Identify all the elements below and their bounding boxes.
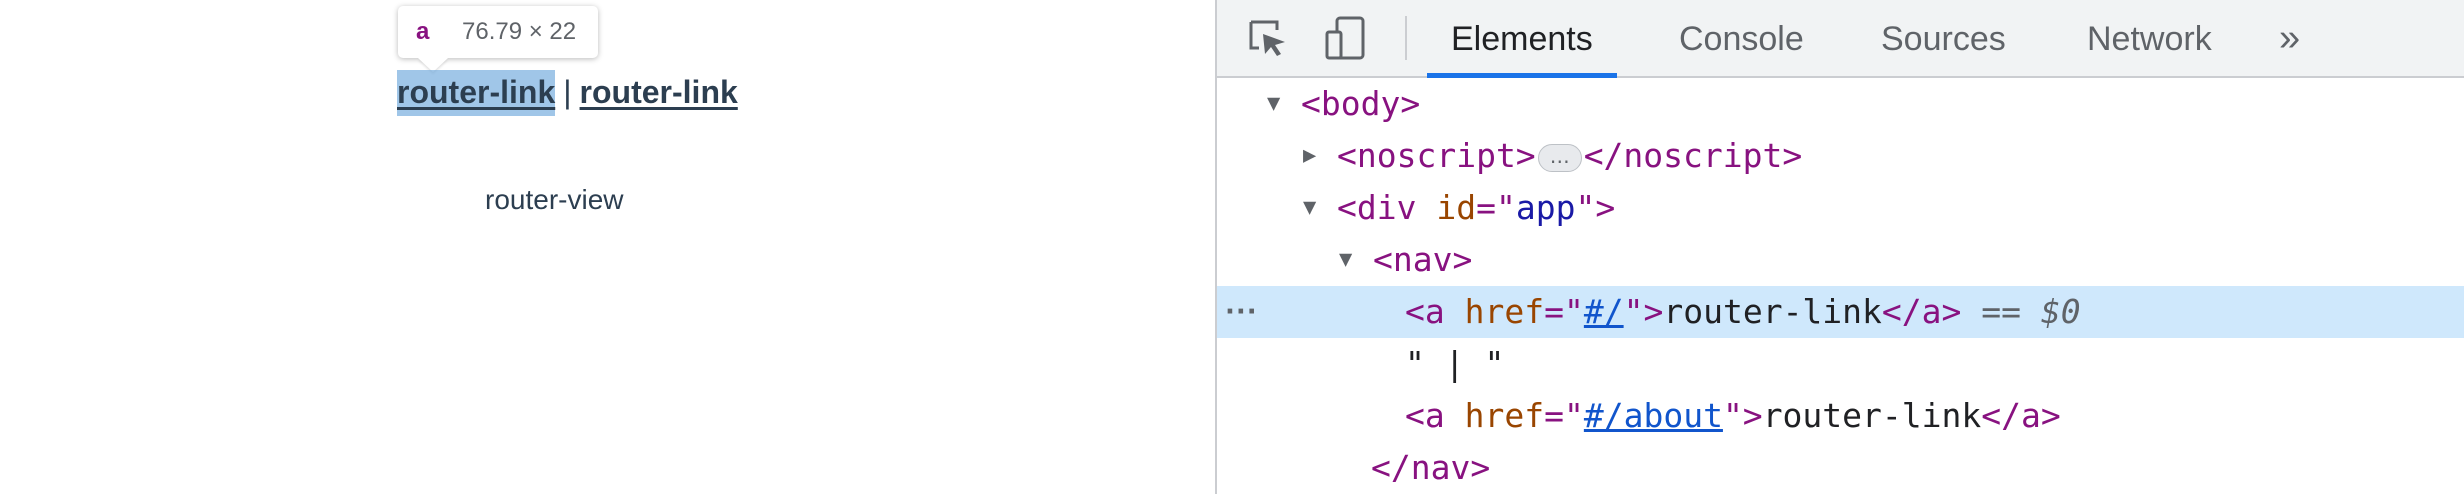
nav-link-home[interactable]: router-link — [397, 70, 556, 116]
attr-name: href — [1464, 292, 1545, 331]
dom-node-div-app[interactable]: ▼ <div id="app"> — [1217, 182, 2464, 234]
tag-text: </nav> — [1371, 448, 1491, 487]
attr-name: href — [1464, 396, 1545, 435]
tag-text: <nav> — [1373, 240, 1473, 279]
nav-separator: | — [563, 74, 572, 110]
tab-elements[interactable]: Elements — [1427, 0, 1617, 78]
attr-eq: =" — [1544, 292, 1584, 331]
ellipsis-badge[interactable]: … — [1537, 143, 1582, 172]
tooltip-dimensions: 76.79 × 22 — [462, 18, 577, 45]
expand-triangle-icon[interactable]: ▼ — [1339, 247, 1353, 272]
tag-text: <noscript> — [1337, 136, 1536, 175]
tag-text: <a — [1405, 396, 1445, 435]
node-text: router-link — [1663, 292, 1882, 331]
attr-end: "> — [1623, 292, 1664, 331]
dom-text-node[interactable]: " | " — [1217, 338, 2464, 390]
tag-text: </noscript> — [1583, 136, 1803, 175]
router-view-text: router-view — [485, 184, 624, 215]
dom-node-a-selected[interactable]: ··· <a href="#/">router-link</a> == $0 — [1217, 286, 2464, 338]
nav-link-about[interactable]: router-link — [579, 74, 738, 110]
devtools-toolbar: Elements Console Sources Network » — [1217, 0, 2464, 78]
more-options-dots-icon[interactable]: ··· — [1225, 297, 1258, 327]
tooltip-tag-name: a — [416, 18, 430, 45]
dom-node-a-about[interactable]: <a href="#/about">router-link</a> — [1217, 390, 2464, 442]
expand-triangle-icon[interactable]: ▼ — [1303, 195, 1317, 220]
dom-node-noscript[interactable]: ▶ <noscript>…</noscript> — [1217, 130, 2464, 182]
dom-node-nav-close[interactable]: </nav> — [1217, 442, 2464, 494]
collapse-triangle-icon[interactable]: ▶ — [1303, 143, 1317, 168]
tag-text: <div — [1337, 188, 1417, 227]
page-viewport: a 76.79 × 22 router-link|router-link rou… — [0, 0, 1215, 494]
more-tabs-chevron-icon[interactable]: » — [2279, 17, 2301, 59]
selected-node-marker: == $0 — [1981, 292, 2081, 331]
tag-text: </a> — [1881, 292, 1962, 331]
tab-sources[interactable]: Sources — [1881, 20, 2006, 58]
attr-eq: =" — [1476, 188, 1516, 227]
nav-bar: router-link|router-link — [397, 70, 738, 118]
expand-triangle-icon[interactable]: ▼ — [1267, 91, 1281, 116]
attr-eq: =" — [1544, 396, 1584, 435]
tab-console[interactable]: Console — [1679, 20, 1804, 58]
device-toolbar-icon[interactable] — [1323, 16, 1369, 62]
tab-network[interactable]: Network — [2087, 20, 2212, 58]
dom-node-body[interactable]: ▼ <body> — [1217, 78, 2464, 130]
attr-value-link[interactable]: #/ — [1583, 292, 1624, 331]
attr-value-link[interactable]: #/about — [1583, 396, 1723, 435]
inspect-tooltip: a 76.79 × 22 — [398, 6, 598, 58]
attr-end: "> — [1575, 188, 1616, 227]
node-text: router-link — [1762, 396, 1982, 435]
attr-value: app — [1515, 188, 1576, 227]
attr-name: id — [1436, 188, 1477, 227]
attr-end: "> — [1722, 396, 1763, 435]
toolbar-divider — [1405, 16, 1407, 60]
tag-text: <a — [1405, 292, 1445, 331]
text-node-value: " | " — [1405, 344, 1505, 383]
dom-node-nav[interactable]: ▼ <nav> — [1217, 234, 2464, 286]
dom-tree: ▼ <body> ▶ <noscript>…</noscript> ▼ <div… — [1217, 78, 2464, 494]
devtools-panel: Elements Console Sources Network » ▼ <bo… — [1215, 0, 2464, 494]
inspect-element-icon[interactable] — [1245, 16, 1291, 62]
tag-text: <body> — [1301, 84, 1421, 123]
tag-text: </a> — [1981, 396, 2061, 435]
